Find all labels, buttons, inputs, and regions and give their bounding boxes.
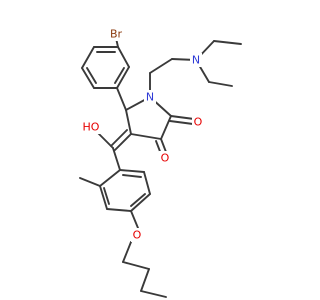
bond [99, 169, 121, 187]
amine-nitrogen-label: N [192, 54, 200, 67]
bond [149, 58, 173, 74]
bond [99, 185, 108, 210]
bond [143, 171, 151, 195]
bond [122, 174, 142, 178]
bond [140, 290, 167, 298]
bond [169, 120, 194, 125]
keto-oxygen-2-atom: O [192, 115, 204, 129]
bond [130, 193, 146, 207]
molecule-structure-drawing: Br N N HO O O O [79, 27, 242, 298]
bond [116, 87, 127, 111]
bond [106, 208, 132, 212]
amine-nitrogen-atom: N [190, 53, 202, 67]
bond [110, 129, 128, 147]
bond [103, 187, 110, 205]
bromine-label: Br [110, 28, 123, 41]
bonds [79, 37, 242, 298]
bond [160, 115, 172, 140]
bond [125, 109, 132, 135]
bond [79, 177, 101, 187]
ring-nitrogen-atom: N [144, 90, 156, 104]
bond [130, 193, 151, 212]
bromine-atom: Br [104, 27, 128, 41]
bond [208, 81, 233, 87]
bond [81, 46, 95, 69]
bond [117, 46, 130, 68]
bond [112, 147, 121, 171]
keto-oxygen-3-atom: O [159, 151, 171, 165]
hydroxy-oxygen-atom: HO [79, 120, 103, 134]
bond [140, 268, 150, 292]
hydroxy-label: HO [83, 121, 100, 134]
bond [114, 67, 125, 84]
ether-oxygen-label: O [133, 229, 142, 242]
atom-labels: Br N N HO O O O [79, 27, 204, 242]
bond [114, 133, 132, 151]
ring-nitrogen-label: N [146, 91, 154, 104]
bond [122, 261, 150, 270]
ether-oxygen-atom: O [131, 228, 143, 242]
bond [119, 169, 145, 173]
bond [130, 133, 162, 140]
keto-oxygen-3-label: O [161, 152, 170, 165]
bond [160, 138, 167, 153]
keto-oxygen-2-label: O [194, 116, 203, 129]
bond [213, 40, 242, 45]
bond [122, 241, 132, 263]
bond [116, 66, 130, 89]
bond [86, 67, 97, 84]
bond [130, 210, 139, 229]
bond [170, 115, 195, 120]
bond [81, 67, 95, 89]
